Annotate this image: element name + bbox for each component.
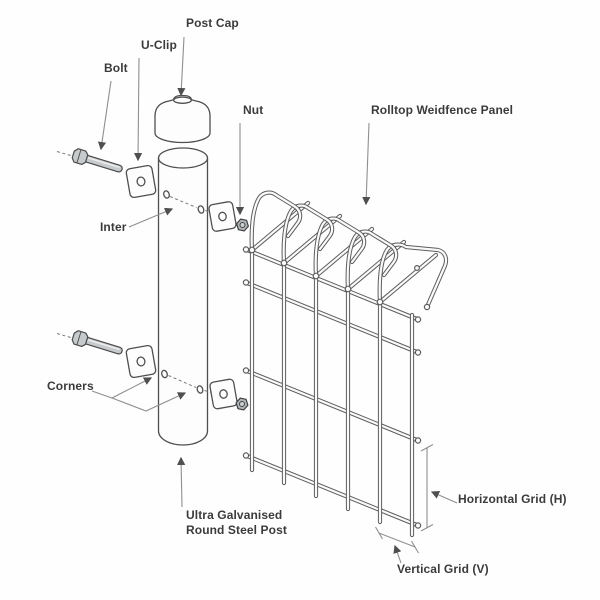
post-name-line1: Ultra Galvanised bbox=[186, 508, 283, 522]
corners-label: Corners bbox=[47, 379, 94, 393]
dimension-lines bbox=[375, 444, 434, 554]
nut-part-bottom bbox=[235, 397, 249, 411]
post-holes-bottom bbox=[161, 369, 216, 394]
bolt-part-top bbox=[56, 148, 123, 173]
post-cap-part bbox=[154, 94, 211, 144]
nut-part-top bbox=[236, 218, 249, 232]
round-steel-post bbox=[157, 147, 209, 446]
post-cap-label: Post Cap bbox=[186, 16, 239, 30]
horizontal-grid-label: Horizontal Grid (H) bbox=[458, 492, 567, 506]
u-clip-plate-bottom-left bbox=[125, 344, 157, 379]
u-clip-plate-top-right bbox=[208, 201, 237, 232]
post-holes-top bbox=[163, 190, 216, 215]
inter-label: Inter bbox=[100, 220, 127, 234]
post-name-line2: Round Steel Post bbox=[186, 523, 287, 537]
bolt-part-bottom bbox=[56, 330, 123, 355]
bolt-label: Bolt bbox=[104, 61, 128, 75]
nut-label: Nut bbox=[243, 103, 264, 117]
u-clip-plate-top-left bbox=[125, 164, 157, 199]
u-clip-plate-bottom-right bbox=[209, 378, 238, 410]
post-name-label: Ultra Galvanised Round Steel Post bbox=[186, 508, 287, 538]
vertical-grid-label: Vertical Grid (V) bbox=[397, 562, 489, 576]
weld-joints bbox=[242, 246, 431, 529]
rolltop-panel-label: Rolltop Weidfence Panel bbox=[371, 103, 514, 117]
fence-panel bbox=[242, 193, 446, 535]
leader-lines bbox=[91, 36, 458, 564]
u-clip-label: U-Clip bbox=[141, 38, 177, 52]
